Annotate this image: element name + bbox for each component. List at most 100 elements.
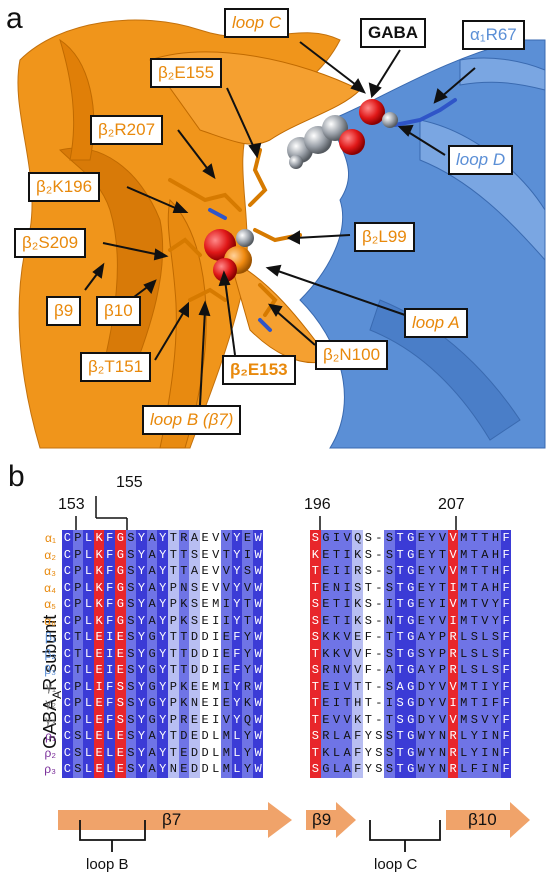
residue-cell-left: T xyxy=(178,662,190,679)
label-loop-b: loop B (β7) xyxy=(142,405,242,435)
residue-cell-left: Y xyxy=(242,645,253,662)
residue-cell-left: G xyxy=(115,530,126,547)
loop-c-label: loop C xyxy=(374,856,418,873)
residue-cell-left: E xyxy=(189,711,200,728)
residue-cell-right: G xyxy=(405,563,416,580)
residue-cell-left: E xyxy=(242,530,253,547)
beta7-arrow xyxy=(58,802,292,838)
residue-cell-right: V xyxy=(341,629,353,646)
residue-cell-right: T xyxy=(469,563,480,580)
residue-cell-left: V xyxy=(210,579,221,596)
residue-cell-left: L xyxy=(83,596,94,613)
residue-cell-right: F xyxy=(500,761,512,778)
residue-cell-left: L xyxy=(83,728,94,745)
residue-cell-right: T xyxy=(310,695,321,712)
residue-cell-left: G xyxy=(115,546,126,563)
residue-cell-right: - xyxy=(373,530,385,547)
residue-cell-right: I xyxy=(331,563,342,580)
residue-cell-right: - xyxy=(373,629,385,646)
residue-cell-right: Y xyxy=(426,596,438,613)
residue-cell-right: A xyxy=(341,761,353,778)
residue-cell-right: R xyxy=(447,645,459,662)
residue-cell-left: P xyxy=(168,579,179,596)
residue-cell-left: I xyxy=(221,678,232,695)
residue-cell-right: I xyxy=(341,563,353,580)
residue-cell-left: I xyxy=(221,596,232,613)
residue-cell-left: M xyxy=(210,678,221,695)
residue-cell-right: F xyxy=(500,678,512,695)
residue-cell-left: P xyxy=(168,678,179,695)
residue-cell-left: A xyxy=(146,546,158,563)
residue-cell-left: S xyxy=(125,711,137,728)
residue-cell-left: E xyxy=(178,744,190,761)
residue-cell-left: G xyxy=(146,629,158,646)
residue-cell-right: S xyxy=(373,744,385,761)
residue-cell-right: R xyxy=(320,662,332,679)
label-b2r207: β₂R207 xyxy=(90,115,164,145)
residue-cell-right: V xyxy=(437,695,448,712)
residue-cell-right: F xyxy=(363,662,374,679)
residue-cell-left: C xyxy=(62,728,73,745)
residue-cell-right: N xyxy=(331,579,342,596)
residue-cell-right: E xyxy=(416,596,427,613)
residue-cell-right: G xyxy=(405,530,416,547)
residue-cell-right: L xyxy=(458,728,469,745)
residue-cell-left: F xyxy=(104,579,115,596)
label-loop-a-text: loop A xyxy=(412,313,460,332)
residue-cell-right: S xyxy=(384,579,395,596)
label-b2e155: β₂E155 xyxy=(150,58,223,88)
subunit-name: ρ₃ xyxy=(44,762,56,776)
label-a1r67: α₁R67 xyxy=(462,20,525,50)
residue-cell-right: K xyxy=(320,645,332,662)
residue-cell-left: Y xyxy=(157,596,168,613)
residue-cell-left: Y xyxy=(136,645,147,662)
residue-cell-right: S xyxy=(384,761,395,778)
residue-cell-right: M xyxy=(458,711,469,728)
residue-cell-left: W xyxy=(252,596,264,613)
residue-cell-left: E xyxy=(93,761,105,778)
label-b2s209: β₂S209 xyxy=(14,228,87,258)
beta9-arrow xyxy=(306,802,356,838)
residue-cell-left: Y xyxy=(136,530,147,547)
residue-cell-right: K xyxy=(352,612,363,629)
residue-cell-right: W xyxy=(416,728,427,745)
residue-cell-right: F xyxy=(490,695,501,712)
residue-cell-left: C xyxy=(62,596,73,613)
residue-cell-right: V xyxy=(341,662,353,679)
residue-cell-left: C xyxy=(62,744,73,761)
residue-cell-left: L xyxy=(83,629,94,646)
residue-cell-right: S xyxy=(373,728,385,745)
residue-cell-right: I xyxy=(341,612,353,629)
residue-cell-left: G xyxy=(115,563,126,580)
residue-cell-right: T xyxy=(331,596,342,613)
residue-cell-right: R xyxy=(447,662,459,679)
residue-cell-left: E xyxy=(93,662,105,679)
residue-cell-left: L xyxy=(210,744,221,761)
residue-cell-right: S xyxy=(469,711,480,728)
residue-cell-left: T xyxy=(72,629,84,646)
residue-cell-left: A xyxy=(146,744,158,761)
subunit-name: α₄ xyxy=(44,580,56,595)
residue-cell-right: I xyxy=(479,761,491,778)
residue-cell-right: E xyxy=(352,629,363,646)
residue-cell-left: N xyxy=(168,761,179,778)
residue-cell-right: S xyxy=(363,546,374,563)
residue-cell-left: Y xyxy=(231,678,243,695)
residue-cell-right: N xyxy=(437,744,448,761)
residue-cell-left: Y xyxy=(136,563,147,580)
residue-cell-right: M xyxy=(458,530,469,547)
residue-cell-right: F xyxy=(500,744,512,761)
residue-cell-left: D xyxy=(189,629,200,646)
residue-cell-left: E xyxy=(199,711,211,728)
residue-cell-left: S xyxy=(189,596,200,613)
subunit-name: γ₂ xyxy=(45,696,56,710)
residue-cell-right: G xyxy=(405,662,416,679)
residue-cell-left: E xyxy=(199,579,211,596)
residue-cell-left: E xyxy=(115,645,126,662)
residue-cell-right: T xyxy=(394,563,406,580)
residue-cell-right: S xyxy=(384,546,395,563)
residue-cell-left: A xyxy=(146,530,158,547)
label-b2e153: β₂E153 xyxy=(222,355,296,385)
residue-cell-right: V xyxy=(437,612,448,629)
